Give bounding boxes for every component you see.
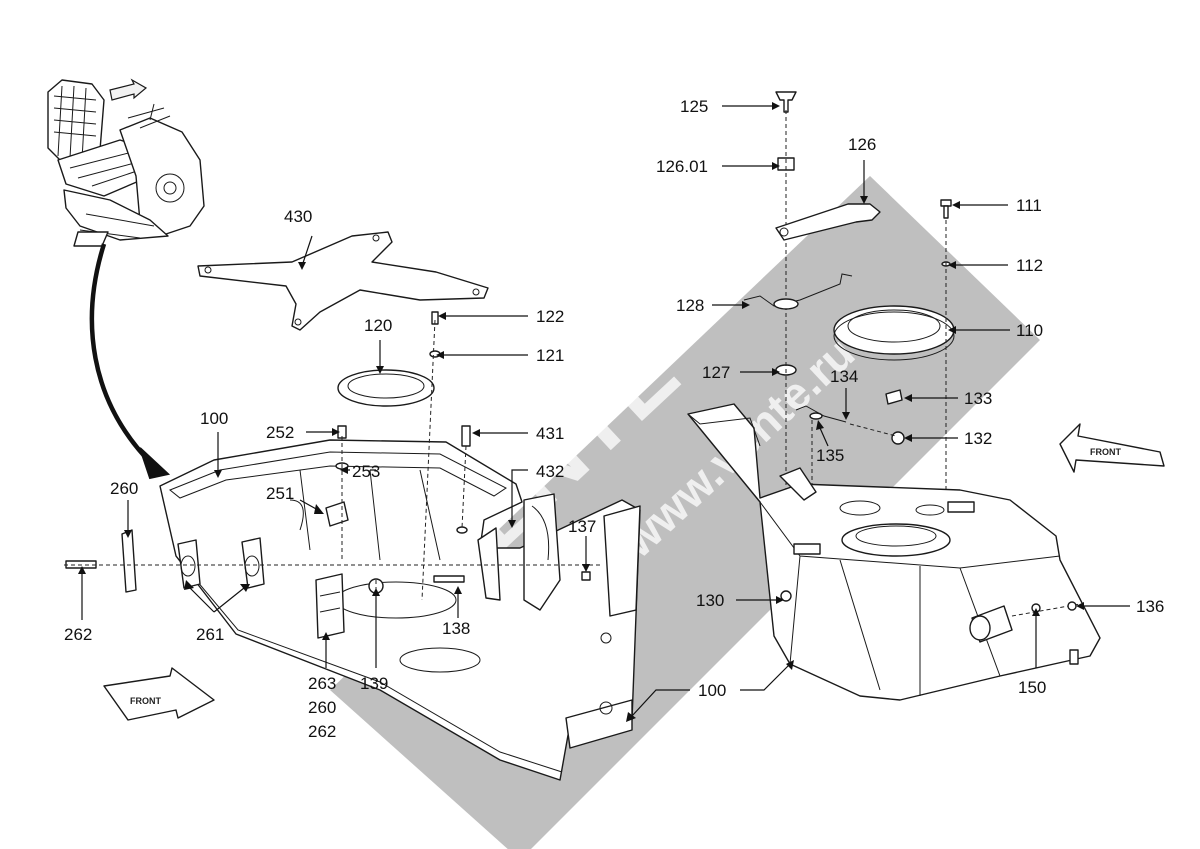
label-111: 111 [1016,196,1042,215]
label-261: 261 [196,625,224,644]
label-134: 134 [830,367,858,386]
front-arrow-left: FRONT [103,667,215,721]
label-263: 263 [308,674,336,693]
label-133: 133 [964,389,992,408]
label-262-left: 262 [64,625,92,644]
label-120: 120 [364,316,392,335]
label-260-bottom: 260 [308,698,336,717]
label-262-bottom: 262 [308,722,336,741]
front-arrow-right: FRONT [1059,423,1165,473]
label-128: 128 [676,296,704,315]
label-125: 125 [680,97,708,116]
callout-labels: 125 126.01 126 111 112 430 128 110 122 1… [64,97,1164,741]
label-432: 432 [536,462,564,481]
label-122: 122 [536,307,564,326]
front-arrow-left-label: FRONT [130,696,161,706]
label-260-top: 260 [110,479,138,498]
leader-lines [78,102,1130,722]
label-430: 430 [284,207,312,226]
left-small-parts [65,311,591,639]
label-139: 139 [360,674,388,693]
label-127: 127 [702,363,730,382]
label-130: 130 [696,591,724,610]
label-121: 121 [536,346,564,365]
label-100-right: 100 [698,681,726,700]
label-135: 135 [816,446,844,465]
label-132: 132 [964,429,992,448]
label-251: 251 [266,484,294,503]
label-110: 110 [1016,321,1043,340]
spring-128 [743,273,853,310]
label-138: 138 [442,619,470,638]
label-136: 136 [1136,597,1164,616]
label-126-01: 126.01 [656,157,708,176]
label-137: 137 [568,517,596,536]
ring-120 [337,369,435,407]
small-parts-132-135 [795,389,905,445]
label-252: 252 [266,423,294,442]
plate-430 [197,231,489,331]
label-100-left: 100 [200,409,228,428]
assembly-curve-arrowhead [139,447,171,480]
label-431: 431 [536,424,564,443]
assembly-curve-arrow [89,243,152,464]
frame-left-100 [159,439,641,781]
label-253: 253 [352,462,380,481]
label-150: 150 [1018,678,1046,697]
frame-right-100 [687,403,1101,701]
label-112: 112 [1016,256,1043,275]
label-126: 126 [848,135,876,154]
front-arrow-right-label: FRONT [1090,447,1121,457]
seat-assembly-illustration [47,78,205,247]
lever-126 [775,203,881,241]
